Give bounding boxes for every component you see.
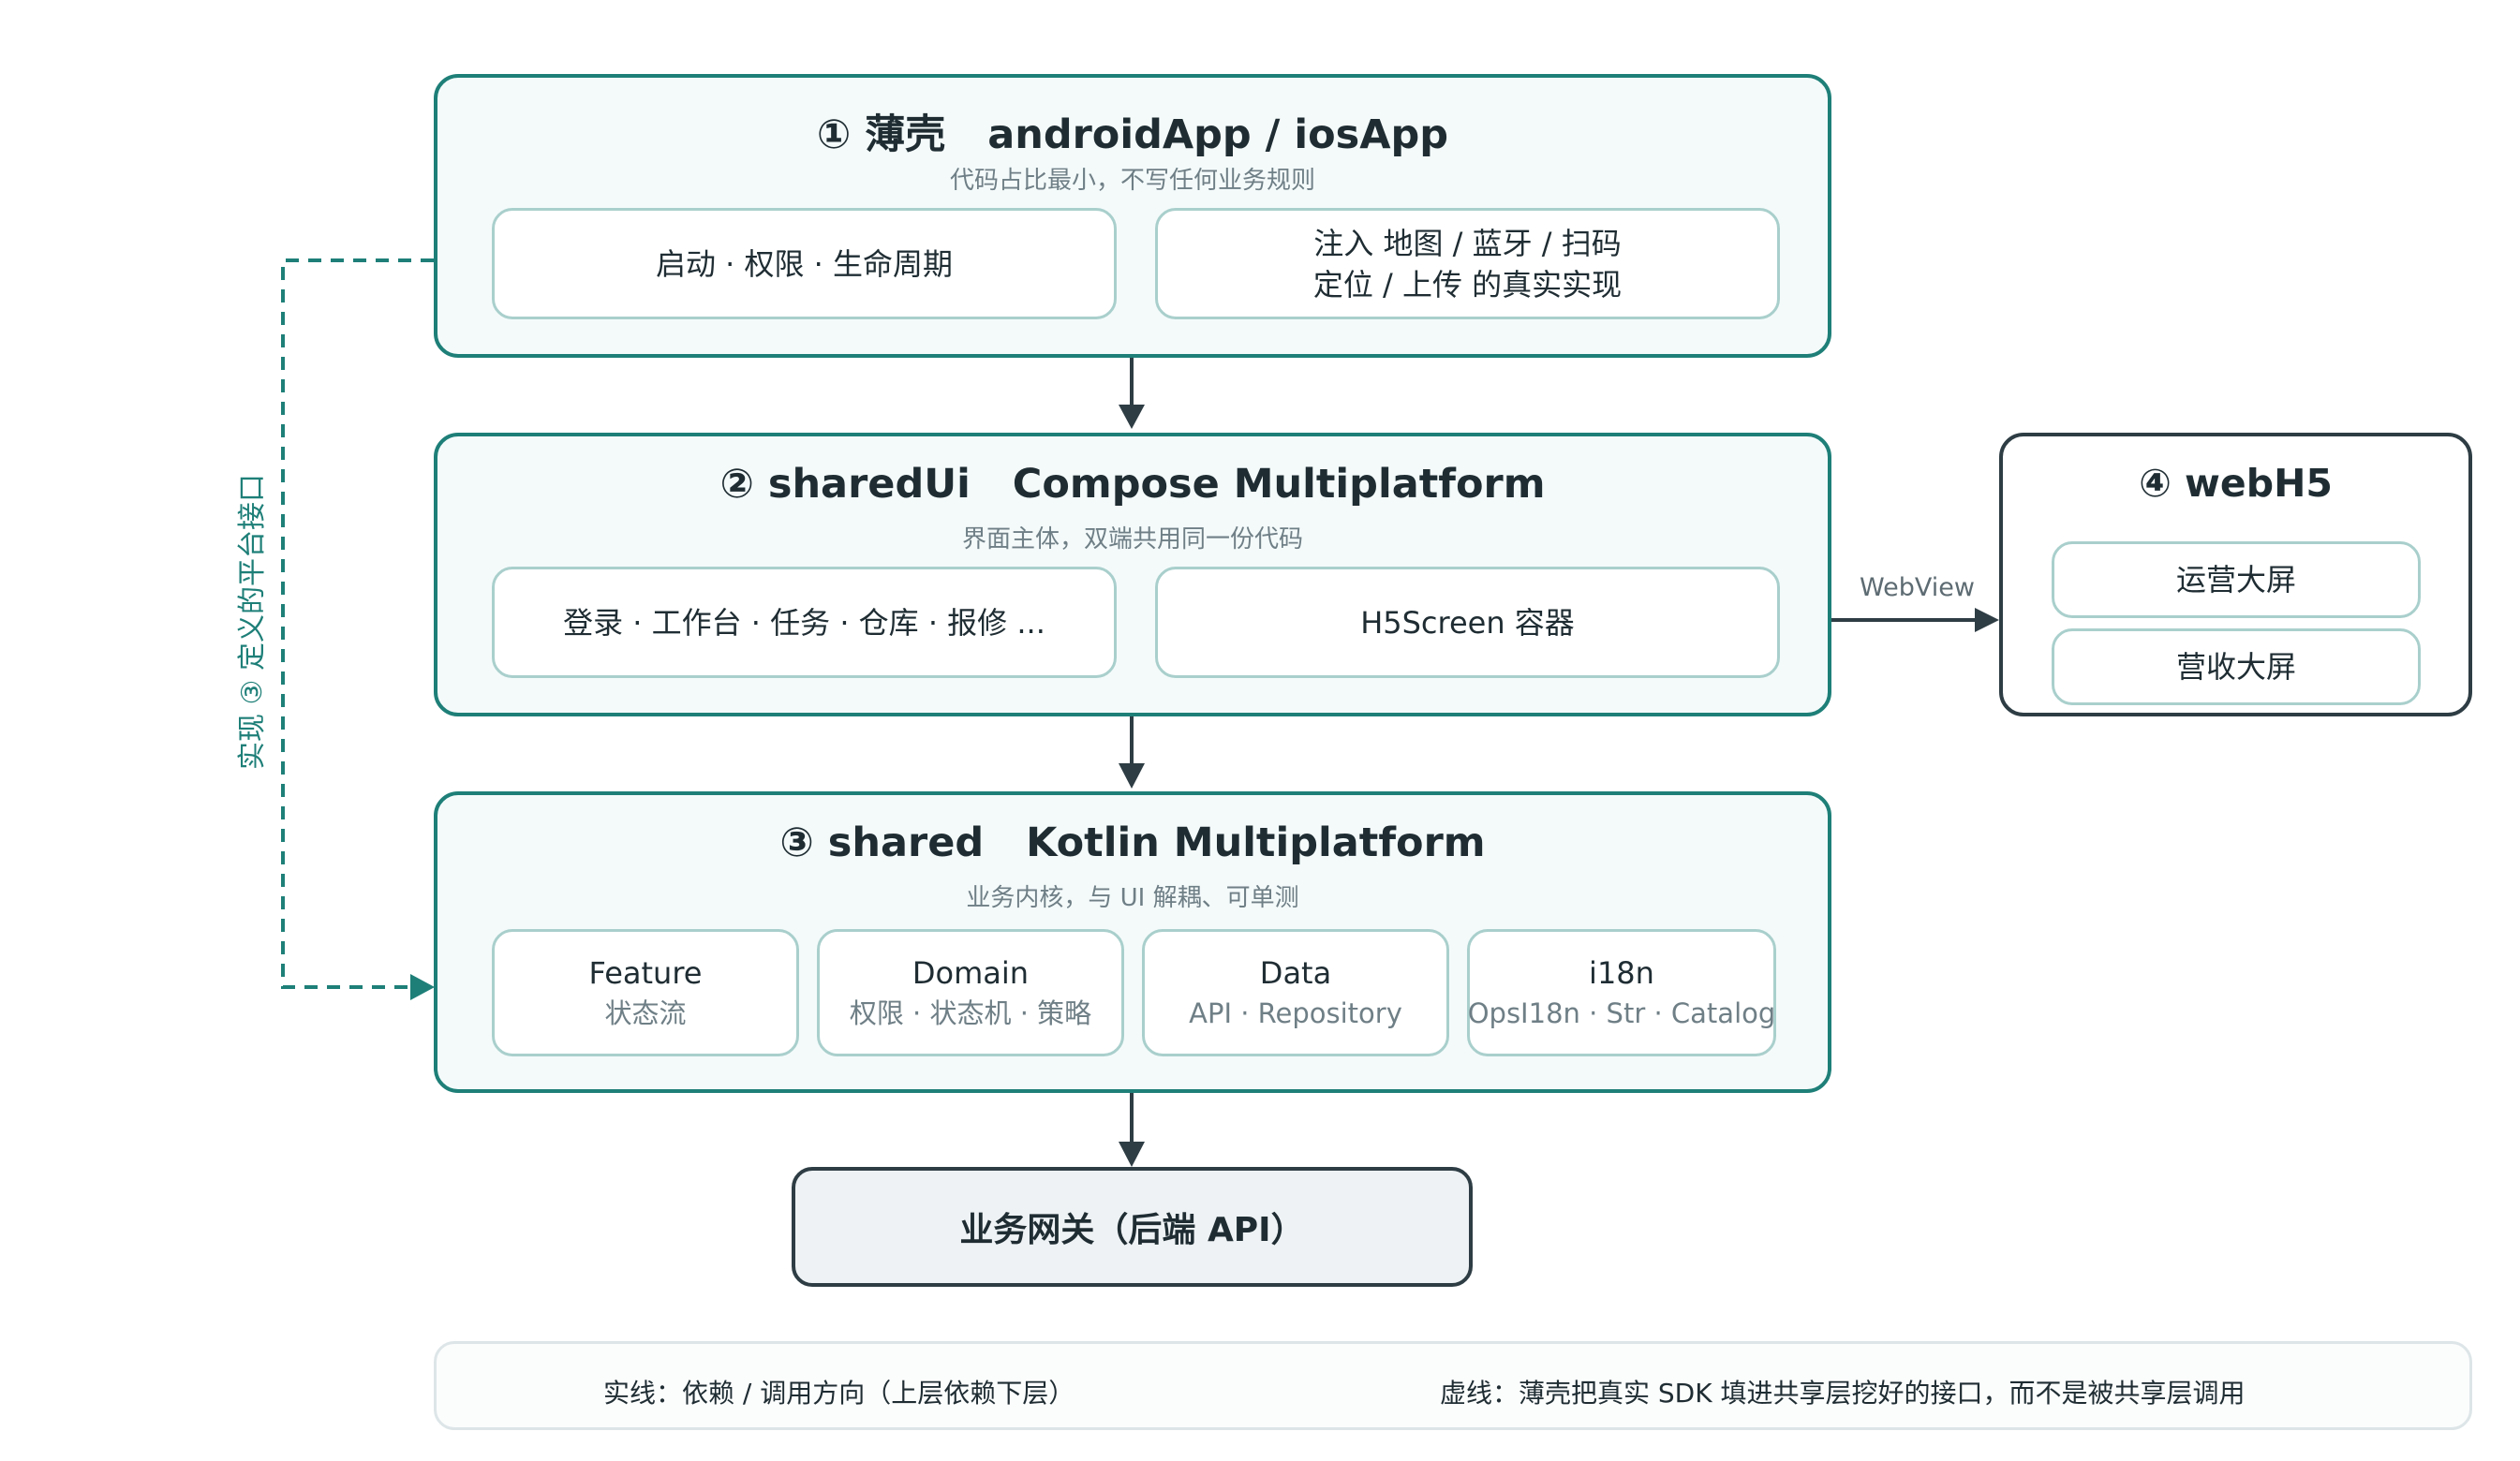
arrowhead-implements (410, 974, 435, 1000)
module-h5screen-label: H5Screen 容器 (1360, 604, 1575, 641)
arrowhead-shared-to-gateway (1119, 1142, 1145, 1167)
module-lifecycle: 启动 · 权限 · 生命周期 (492, 208, 1117, 319)
layer-shared: ③ shared Kotlin Multiplatform 业务内核，与 UI … (434, 791, 1831, 1093)
webh5-item-ops: 运营大屏 (2052, 541, 2421, 618)
module-native-injection-line1: 注入 地图 / 蓝牙 / 扫码 (1313, 225, 1622, 261)
webh5-item-ops-label: 运营大屏 (2175, 562, 2296, 598)
layer-shared-subtitle: 业务内核，与 UI 解耦、可单测 (966, 884, 1299, 912)
dashed-implements-line (281, 258, 434, 989)
legend-dashed-text: 虚线：薄壳把真实 SDK 填进共享层挖好的接口，而不是被共享层调用 (1440, 1378, 2246, 1409)
layer-shell-title: ① 薄壳 androidApp / iosApp (816, 111, 1449, 158)
module-data-title: Data (1259, 955, 1332, 991)
module-lifecycle-label: 启动 · 权限 · 生命周期 (655, 245, 954, 282)
module-feature: Feature 状态流 (492, 929, 799, 1056)
module-native-injection: 注入 地图 / 蓝牙 / 扫码 定位 / 上传 的真实实现 (1155, 208, 1780, 319)
layer-shell-subtitle: 代码占比最小，不写任何业务规则 (949, 167, 1315, 195)
arrowhead-webview (1975, 608, 1999, 632)
module-domain: Domain 权限 · 状态机 · 策略 (817, 929, 1124, 1056)
module-feature-title: Feature (588, 955, 703, 991)
legend: 实线：依赖 / 调用方向（上层依赖下层） 虚线：薄壳把真实 SDK 填进共享层挖… (434, 1341, 2472, 1430)
layer-sharedui-subtitle: 界面主体，双端共用同一份代码 (961, 525, 1303, 553)
module-domain-sub: 权限 · 状态机 · 策略 (849, 997, 1092, 1029)
implements-interface-label: 实现 ③ 定义的平台接口 (236, 474, 269, 770)
layer-sharedui: ② sharedUi Compose Multiplatform 界面主体，双端… (434, 433, 1831, 716)
module-feature-sub: 状态流 (604, 997, 687, 1029)
module-h5screen: H5Screen 容器 (1155, 567, 1780, 678)
module-data: Data API · Repository (1142, 929, 1449, 1056)
legend-solid-text: 实线：依赖 / 调用方向（上层依赖下层） (603, 1378, 1075, 1409)
webview-edge-label: WebView (1860, 573, 1975, 602)
module-native-injection-line2: 定位 / 上传 的真实实现 (1312, 266, 1623, 303)
module-domain-title: Domain (912, 955, 1030, 991)
module-i18n: i18n OpsI18n · Str · Catalog (1467, 929, 1776, 1056)
layer-webh5-title: ④ webH5 (2139, 461, 2333, 506)
webh5-item-revenue: 营收大屏 (2052, 628, 2421, 705)
module-i18n-sub: OpsI18n · Str · Catalog (1467, 997, 1776, 1029)
arrowhead-sharedui-to-shared (1119, 763, 1145, 789)
business-gateway: 业务网关（后端 API） (792, 1167, 1473, 1287)
layer-sharedui-title: ② sharedUi Compose Multiplatform (719, 461, 1546, 508)
module-screens: 登录 · 工作台 · 任务 · 仓库 · 报修 ... (492, 567, 1117, 678)
arrowhead-shell-to-sharedui (1119, 405, 1145, 429)
webh5-item-revenue-label: 营收大屏 (2175, 649, 2296, 685)
module-screens-label: 登录 · 工作台 · 任务 · 仓库 · 报修 ... (563, 604, 1045, 641)
module-data-sub: API · Repository (1189, 997, 1402, 1029)
layer-webh5: ④ webH5 运营大屏 营收大屏 (1999, 433, 2472, 716)
layer-shell: ① 薄壳 androidApp / iosApp 代码占比最小，不写任何业务规则… (434, 74, 1831, 358)
layer-shared-title: ③ shared Kotlin Multiplatform (779, 819, 1486, 866)
module-i18n-title: i18n (1589, 955, 1654, 991)
